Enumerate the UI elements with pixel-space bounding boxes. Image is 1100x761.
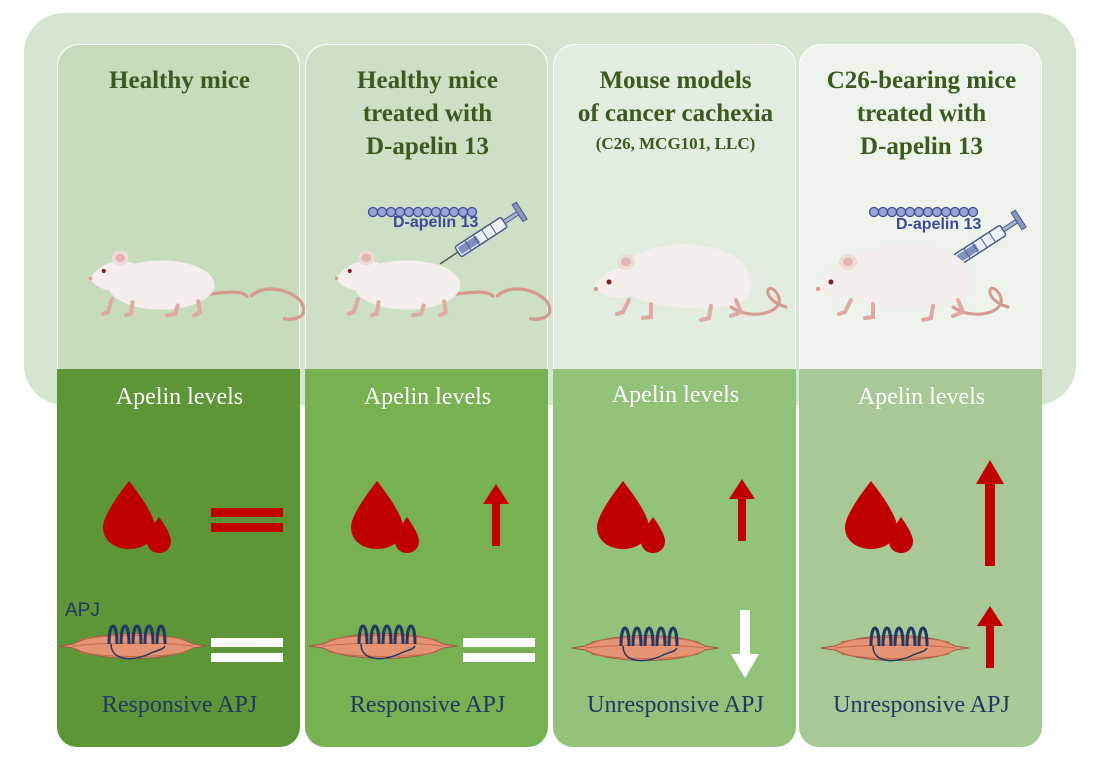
apj-status-label: Unresponsive APJ [587, 692, 764, 718]
muscle-apj-icon [819, 626, 971, 663]
apj-status-label: Responsive APJ [349, 692, 506, 718]
title-line: of cancer cachexia [577, 100, 774, 127]
cachexic-mouse-icon [814, 242, 1010, 322]
blood-drops-icon [103, 481, 171, 553]
title-line: Mouse models [599, 67, 752, 94]
title-line: Healthy mice [357, 67, 498, 94]
blood-drops-icon [845, 481, 913, 553]
arrow-down-white-icon [731, 610, 759, 678]
title-line: treated with [856, 100, 987, 127]
apelin-levels-label: Apelin levels [115, 384, 244, 410]
blood-drops-icon [597, 481, 665, 553]
panel-title: Healthy mice treated with D-apelin 13 [305, 64, 550, 163]
panel-healthy-mice: Healthy mice Apelin levels APJ Responsiv… [57, 44, 305, 747]
blood-drops-icon [351, 481, 419, 553]
panel-c26-treated: C26-bearing mice treated with D-apelin 1… [799, 44, 1044, 747]
panel-bottom [305, 369, 548, 747]
title-line: D-apelin 13 [366, 133, 489, 160]
cachexic-mouse-icon [592, 242, 788, 322]
arrow-up-red-icon [483, 484, 509, 546]
equal-red-icon [211, 508, 283, 532]
muscle-apj-icon [57, 624, 209, 661]
healthy-mouse-icon [75, 240, 305, 330]
panel-healthy-treated: Healthy mice treated with D-apelin 13 D-… [305, 44, 551, 747]
panel-top [305, 44, 548, 380]
equal-white-icon [211, 638, 283, 662]
apj-label: APJ [65, 600, 100, 621]
model-list: (C26, MCG101, LLC) [595, 134, 756, 153]
apelin-levels-label: Apelin levels [857, 384, 986, 410]
apelin-levels-label: Apelin levels [611, 382, 740, 408]
panel-top [553, 44, 796, 380]
peptide-label: D-apelin 13 [393, 214, 479, 231]
peptide-label: D-apelin 13 [896, 216, 982, 233]
panel-title: Healthy mice [57, 64, 302, 97]
title-line: D-apelin 13 [860, 133, 983, 160]
arrow-up-red-large-icon [976, 460, 1004, 566]
apj-status-label: Responsive APJ [101, 692, 258, 718]
muscle-apj-icon [307, 624, 459, 661]
title-line: treated with [362, 100, 493, 127]
panel-bottom [553, 369, 796, 747]
panel-bottom [799, 369, 1042, 747]
panel-top [57, 44, 300, 380]
panel-title: C26-bearing mice treated with D-apelin 1… [799, 64, 1044, 163]
panel-cancer-cachexia: Mouse models of cancer cachexia (C26, MC… [553, 44, 798, 747]
equal-white-icon [463, 638, 535, 662]
panel-bottom [57, 369, 300, 747]
apj-status-label: Unresponsive APJ [833, 692, 1010, 718]
apelin-levels-label: Apelin levels [363, 384, 492, 410]
arrow-up-red-icon [977, 606, 1003, 668]
arrow-up-red-icon [729, 479, 755, 541]
title-line: C26-bearing mice [826, 67, 1017, 94]
title-line: Healthy mice [109, 67, 250, 94]
healthy-mouse-icon [321, 240, 551, 330]
panel-title: Mouse models of cancer cachexia [553, 64, 798, 130]
muscle-apj-icon [569, 626, 721, 663]
